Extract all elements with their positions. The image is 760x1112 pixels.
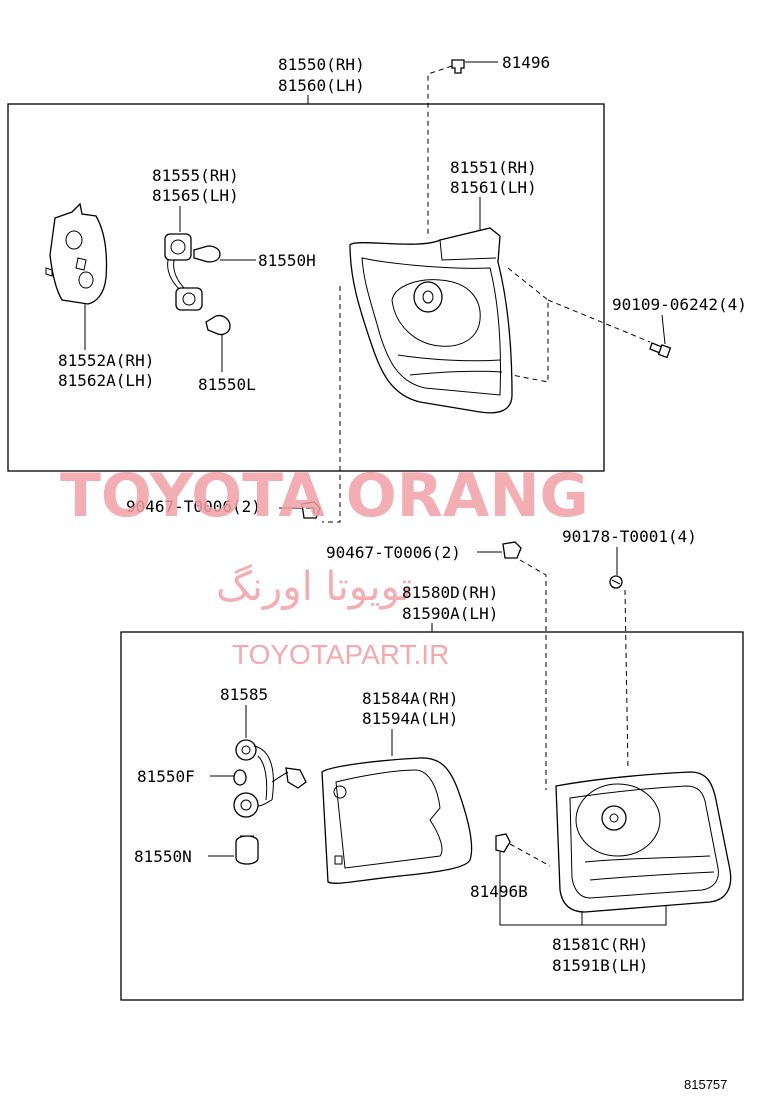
bulb-l-icon (205, 314, 231, 336)
watermark-farsi: تویوتا اورنگ (216, 564, 412, 610)
socket-label: 81585 (220, 685, 268, 704)
socket-cover-icon (45, 202, 108, 305)
socket-wire-icon (164, 233, 203, 311)
diagram-ref-number: 815757 (684, 1077, 727, 1092)
bulb-h-label: 81550H (258, 251, 316, 270)
socket-wire-rh-label: 81555(RH) (152, 166, 239, 185)
cover-rh-label: 81552A(RH) (58, 351, 154, 370)
lens-body-rh-label: 81551(RH) (450, 158, 537, 177)
gasket-rh-label: 81584A(RH) (362, 689, 458, 708)
socket-wire-lh-label: 81565(LH) (152, 186, 239, 205)
watermark-url: TOYOTAPART.IR (232, 639, 449, 670)
clip-left-label: 90467-T0006(2) (126, 497, 261, 516)
cover-lh-label: 81562A(LH) (58, 371, 154, 390)
bulb-f-icon (233, 769, 247, 786)
backup-lamp-lens-icon (555, 771, 732, 913)
clip-90467-right-icon (502, 541, 522, 559)
watermark-brand: TOYOTA ORANG (60, 461, 589, 531)
upper-assembly-lh-label: 81560(LH) (278, 76, 365, 95)
socket-81585-icon (233, 739, 307, 818)
lens-body-lh-label: 81561(LH) (450, 178, 537, 197)
bulb-n-icon (235, 835, 259, 865)
gasket-lh-label: 81594A(LH) (362, 709, 458, 728)
screw-90178-icon (609, 575, 623, 589)
clip-top-label: 81496 (502, 53, 550, 72)
gasket-icon (321, 757, 473, 884)
bulb-l-label: 81550L (198, 375, 256, 394)
screw-lower-label: 90178-T0001(4) (562, 527, 697, 546)
lens-lh-label: 81591B(LH) (552, 956, 648, 975)
lower-assembly-rh-label: 81580D(RH) (402, 583, 498, 602)
upper-assembly-rh-label: 81550(RH) (278, 55, 365, 74)
clip-lower-label: 81496B (470, 882, 528, 901)
screw-90109-icon (649, 342, 672, 359)
upper-group-frame (7, 103, 605, 472)
clip-81496b-icon (495, 833, 511, 853)
lower-group-frame (120, 631, 744, 1001)
clip-81496-icon (451, 59, 465, 74)
bulb-f-label: 81550F (137, 767, 195, 786)
screw-label: 90109-06242(4) (612, 295, 747, 314)
clip-right-label: 90467-T0006(2) (326, 543, 461, 562)
lower-assembly-lh-label: 81590A(LH) (402, 604, 498, 623)
clip-90467-left-icon (301, 501, 321, 519)
lens-rh-label: 81581C(RH) (552, 935, 648, 954)
bulb-h-icon (193, 245, 221, 263)
bulb-n-label: 81550N (134, 847, 192, 866)
tail-lamp-body-icon (349, 227, 513, 414)
